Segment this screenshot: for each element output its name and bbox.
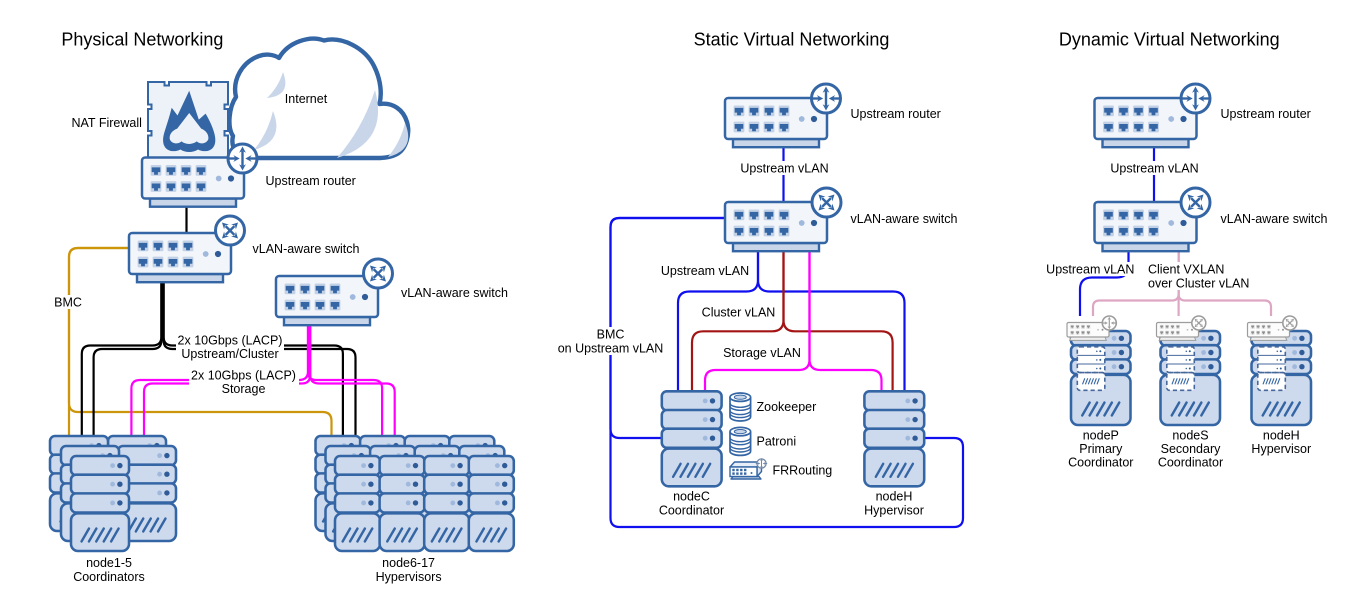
- svg-text:nodeS: nodeS: [1172, 428, 1208, 442]
- svg-text:nodeC: nodeC: [673, 490, 710, 504]
- svg-text:vLAN-aware switch: vLAN-aware switch: [851, 212, 958, 226]
- svg-text:Upstream vLAN: Upstream vLAN: [1046, 263, 1134, 277]
- svg-text:Upstream router: Upstream router: [1221, 107, 1311, 121]
- svg-text:Coordinator: Coordinator: [1158, 455, 1223, 469]
- svg-text:BMC: BMC: [54, 296, 82, 310]
- svg-text:Client VXLAN: Client VXLAN: [1148, 263, 1224, 277]
- svg-text:Upstream vLAN: Upstream vLAN: [1110, 162, 1198, 176]
- svg-text:Coordinators: Coordinators: [73, 570, 145, 584]
- svg-text:Static Virtual Networking: Static Virtual Networking: [694, 30, 890, 50]
- svg-text:over Cluster vLAN: over Cluster vLAN: [1148, 276, 1249, 290]
- svg-text:Internet: Internet: [285, 92, 328, 106]
- svg-text:BMC: BMC: [597, 328, 625, 342]
- svg-text:nodeH: nodeH: [876, 490, 913, 504]
- svg-text:Secondary: Secondary: [1161, 442, 1222, 456]
- svg-text:Upstream vLAN: Upstream vLAN: [740, 162, 828, 176]
- svg-text:2x 10Gbps (LACP): 2x 10Gbps (LACP): [178, 334, 283, 348]
- svg-text:Dynamic Virtual Networking: Dynamic Virtual Networking: [1059, 30, 1280, 50]
- svg-text:Hypervisor: Hypervisor: [864, 504, 924, 518]
- svg-text:vLAN-aware switch: vLAN-aware switch: [253, 242, 360, 256]
- svg-text:vLAN-aware switch: vLAN-aware switch: [1221, 212, 1328, 226]
- svg-text:Patroni: Patroni: [757, 434, 797, 448]
- svg-text:vLAN-aware switch: vLAN-aware switch: [401, 286, 508, 300]
- svg-text:node1-5: node1-5: [86, 556, 132, 570]
- svg-text:Cluster vLAN: Cluster vLAN: [702, 306, 776, 320]
- svg-text:Storage vLAN: Storage vLAN: [723, 346, 801, 360]
- svg-text:2x 10Gbps (LACP): 2x 10Gbps (LACP): [191, 369, 296, 383]
- svg-text:FRRouting: FRRouting: [773, 463, 833, 477]
- svg-text:Upstream router: Upstream router: [266, 174, 356, 188]
- svg-text:Hypervisors: Hypervisors: [376, 570, 442, 584]
- svg-text:nodeH: nodeH: [1263, 428, 1300, 442]
- svg-text:Coordinator: Coordinator: [659, 504, 724, 518]
- svg-text:Primary: Primary: [1079, 442, 1123, 456]
- svg-text:Upstream router: Upstream router: [851, 107, 941, 121]
- svg-text:Physical Networking: Physical Networking: [61, 30, 223, 50]
- svg-text:Hypervisor: Hypervisor: [1251, 442, 1311, 456]
- svg-text:NAT Firewall: NAT Firewall: [72, 116, 142, 130]
- svg-text:Storage: Storage: [222, 382, 266, 396]
- svg-text:on Upstream vLAN: on Upstream vLAN: [558, 341, 664, 355]
- svg-text:nodeP: nodeP: [1083, 428, 1119, 442]
- svg-text:node6-17: node6-17: [382, 556, 435, 570]
- svg-text:Upstream/Cluster: Upstream/Cluster: [181, 347, 278, 361]
- svg-text:Zookeeper: Zookeeper: [757, 400, 817, 414]
- svg-text:Coordinator: Coordinator: [1068, 455, 1133, 469]
- svg-text:Upstream vLAN: Upstream vLAN: [661, 264, 749, 278]
